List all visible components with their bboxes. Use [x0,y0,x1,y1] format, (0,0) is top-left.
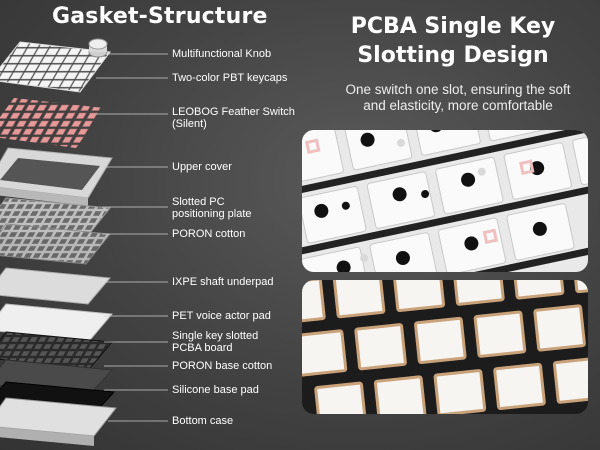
label-upper-cover: Upper cover [172,161,232,173]
pcba-closeup-photo [302,280,588,414]
ixpe-shape [0,267,111,305]
pcba-title-line1: PCBA Single Key [350,14,556,39]
label-pc-plate: Slotted PC positioning plate [172,196,252,220]
pcba-subtitle: One switch one slot, ensuring the soft a… [318,82,598,114]
pcba-subtitle-line2: and elasticity, more comfortable [363,98,553,113]
poron-cotton-shape [0,223,111,265]
label-pet: PET voice actor pad [172,310,271,322]
plate-closeup-photo [302,130,588,272]
label-ixpe: IXPE shaft underpad [172,276,274,288]
pcba-title-line2: Slotting Design [357,43,549,68]
leader-lines [96,53,168,422]
knob-shape [88,38,108,58]
switches-layer [0,98,104,148]
label-pcba: Single key slotted PCBA board [172,330,259,354]
label-keycaps: Two-color PBT keycaps [172,72,288,84]
label-multifunctional-knob: Multifunctional Knob [172,48,272,60]
label-poron-base: PORON base cotton [172,360,273,372]
label-bottom-case: Bottom case [172,415,234,427]
pcba-title: PCBA Single Key Slotting Design [318,12,588,70]
keycaps-layer [0,41,111,93]
label-feather-switch: LEOBOG Feather Switch (Silent) [172,106,295,130]
gasket-structure-title: Gasket-Structure [52,4,268,29]
upper-cover-shape [0,147,113,206]
label-silicone: Silicone base pad [172,384,259,396]
bottom-case-shape [0,397,117,446]
label-poron-cotton: PORON cotton [172,228,246,240]
pcba-subtitle-line1: One switch one slot, ensuring the soft [345,82,571,97]
